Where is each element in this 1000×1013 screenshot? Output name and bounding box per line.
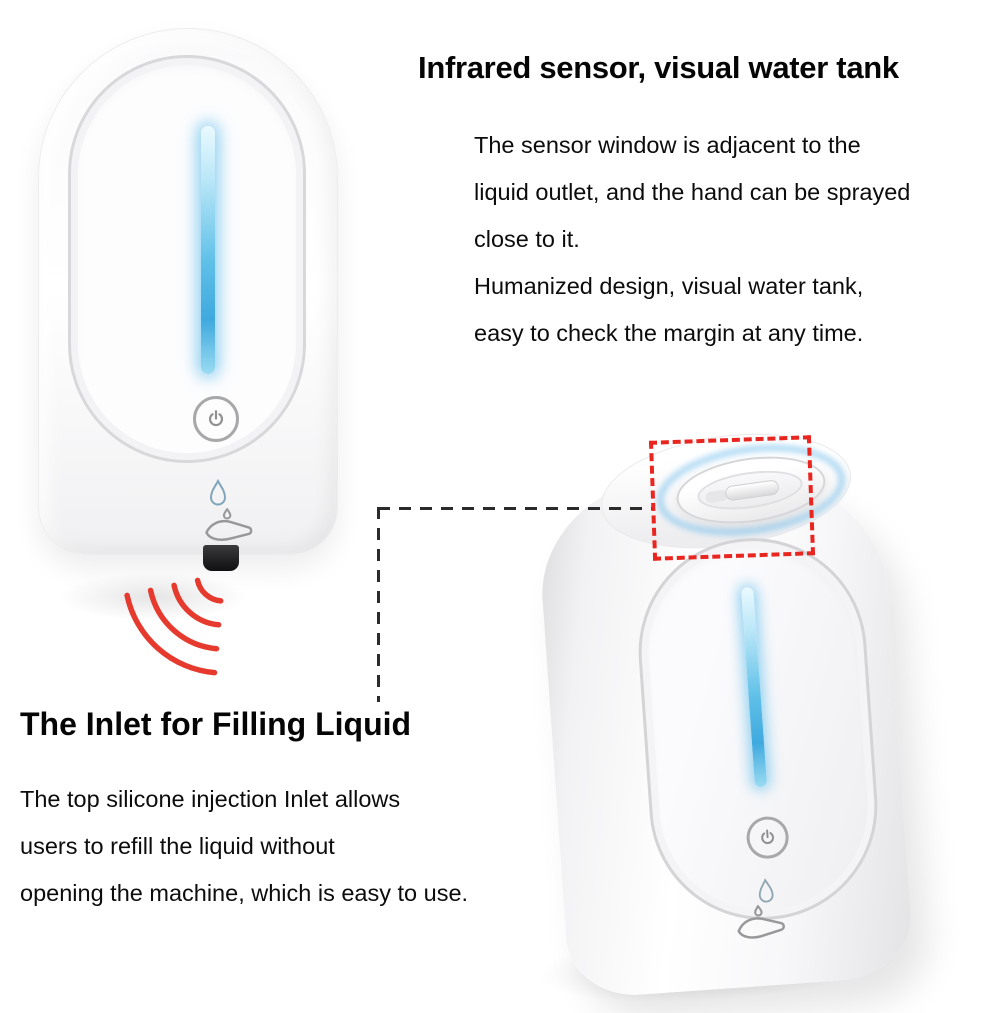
text-line: liquid outlet, and the hand can be spray… — [474, 179, 911, 205]
text-line: easy to check the margin at any time. — [474, 320, 864, 346]
hand-wash-icon — [737, 905, 785, 939]
text-line: Humanized design, visual water tank, — [474, 273, 864, 299]
callout-line-horizontal — [378, 507, 655, 510]
tank-panel-perspective — [630, 530, 886, 928]
text-line: The top silicone injection Inlet allows — [20, 786, 401, 812]
water-drop-icon — [209, 479, 227, 506]
infrared-waves-icon — [124, 577, 224, 676]
power-icon — [208, 410, 224, 427]
power-button — [745, 815, 791, 861]
power-icon — [761, 829, 775, 845]
liquid-level-window — [741, 586, 768, 788]
power-button — [193, 396, 239, 442]
inlet-highlight-box — [648, 435, 816, 561]
text-line: users to refill the liquid without — [20, 833, 335, 859]
inlet-section-text: The top silicone injection Inlet allows … — [20, 776, 525, 917]
dispenser-nozzle — [203, 545, 239, 571]
sensor-section-text: The sensor window is adjacent to the liq… — [474, 122, 990, 357]
dispenser-perspective-view — [533, 418, 940, 1013]
water-drop-icon — [758, 878, 774, 903]
dispenser-front-view — [30, 25, 360, 685]
hand-wash-icon — [205, 508, 253, 541]
text-line: close to it. — [474, 226, 580, 252]
callout-line-vertical — [377, 507, 380, 702]
sensor-section-title: Infrared sensor, visual water tank — [418, 50, 899, 85]
tank-panel-front — [68, 55, 306, 463]
dispenser-body-front — [38, 28, 338, 555]
liquid-level-window — [201, 126, 215, 374]
text-line: opening the machine, which is easy to us… — [20, 880, 469, 906]
inlet-section-title: The Inlet for Filling Liquid — [20, 706, 412, 742]
text-line: The sensor window is adjacent to the — [474, 132, 861, 158]
